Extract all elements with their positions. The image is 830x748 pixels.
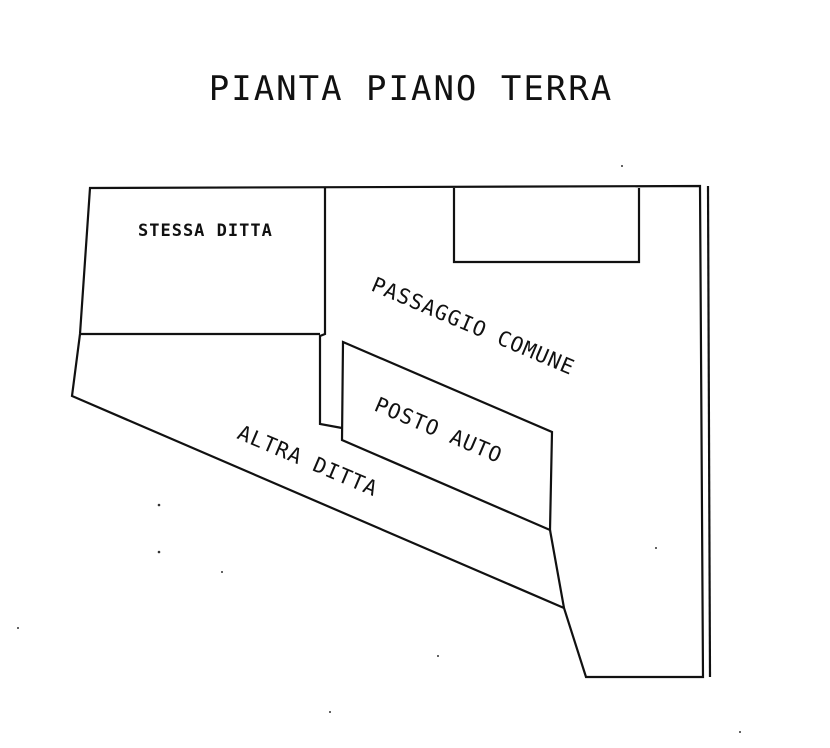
outer-boundary — [70, 184, 705, 679]
plan-title: PIANTA PIANO TERRA — [209, 69, 613, 109]
scan-speck — [655, 547, 657, 549]
label-altra-ditta: ALTRA DITTA — [234, 421, 382, 502]
top-small-room — [452, 188, 641, 264]
scan-speck — [157, 503, 161, 507]
outer-boundary-right-double — [706, 185, 712, 678]
label-passaggio-comune: PASSAGGIO COMUNE — [368, 273, 578, 380]
label-stessa-ditta: STESSA DITTA — [138, 221, 273, 241]
scan-speck — [621, 165, 623, 167]
scan-speck — [329, 711, 331, 713]
scan-speck — [157, 550, 161, 554]
scan-speck — [739, 731, 741, 733]
scan-speck — [17, 627, 19, 629]
stessa-ditta-right-wall — [318, 188, 343, 430]
scan-speck — [437, 655, 439, 657]
posto-auto-area — [340, 340, 554, 532]
scan-speck — [221, 571, 223, 573]
